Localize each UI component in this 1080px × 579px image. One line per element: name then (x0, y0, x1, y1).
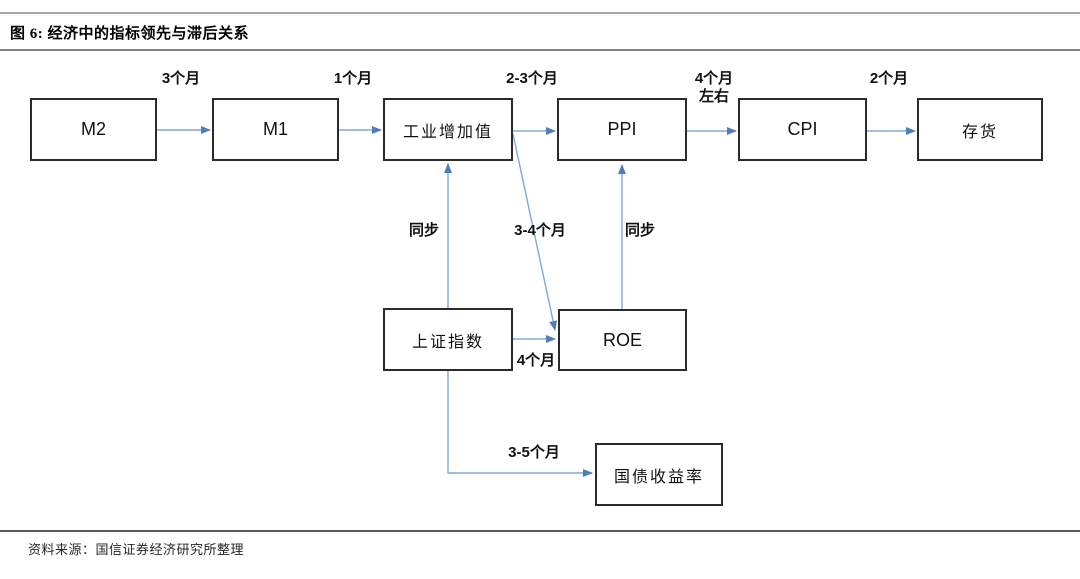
node-roe: ROE (558, 309, 687, 371)
figure-source: 资料来源：国信证券经济研究所整理 (28, 542, 245, 557)
figure-title: 图 6: 经济中的指标领先与滞后关系 (10, 26, 249, 42)
edge-label-ppi-cpi-line1: 4个月 (694, 70, 734, 87)
edge-iva-roe (512, 133, 558, 331)
edge-sse-treasury-yield (447, 371, 593, 477)
node-treasury-yield: 国债收益率 (595, 443, 723, 506)
node-sse-index: 上证指数 (383, 308, 513, 371)
top-rule (0, 12, 1080, 14)
node-ppi: PPI (557, 98, 687, 161)
node-m2: M2 (30, 98, 157, 161)
node-cpi: CPI (738, 98, 867, 161)
title-underline-rule (0, 49, 1080, 51)
edge-label-m2-m1: 3个月 (161, 70, 201, 87)
edge-label-sse-treasury-yield: 3-5个月 (508, 444, 560, 461)
edge-label-ppi-cpi: 4个月 左右 (666, 70, 762, 106)
edge-label-ppi-cpi-line2: 左右 (698, 88, 729, 105)
node-inventory: 存货 (917, 98, 1043, 161)
footer-rule (0, 530, 1080, 532)
edge-label-m1-iva: 1个月 (333, 70, 373, 87)
edge-label-sse-iva-sync: 同步 (408, 222, 439, 239)
edge-label-cpi-inventory: 2个月 (869, 70, 909, 87)
edge-label-iva-ppi: 2-3个月 (506, 70, 558, 87)
edge-label-iva-roe: 3-4个月 (514, 222, 566, 239)
node-industrial-added-value: 工业增加值 (383, 98, 513, 161)
edge-label-roe-ppi-sync: 同步 (624, 222, 655, 239)
node-m1: M1 (212, 98, 339, 161)
edge-label-sse-roe: 4个月 (516, 352, 556, 369)
